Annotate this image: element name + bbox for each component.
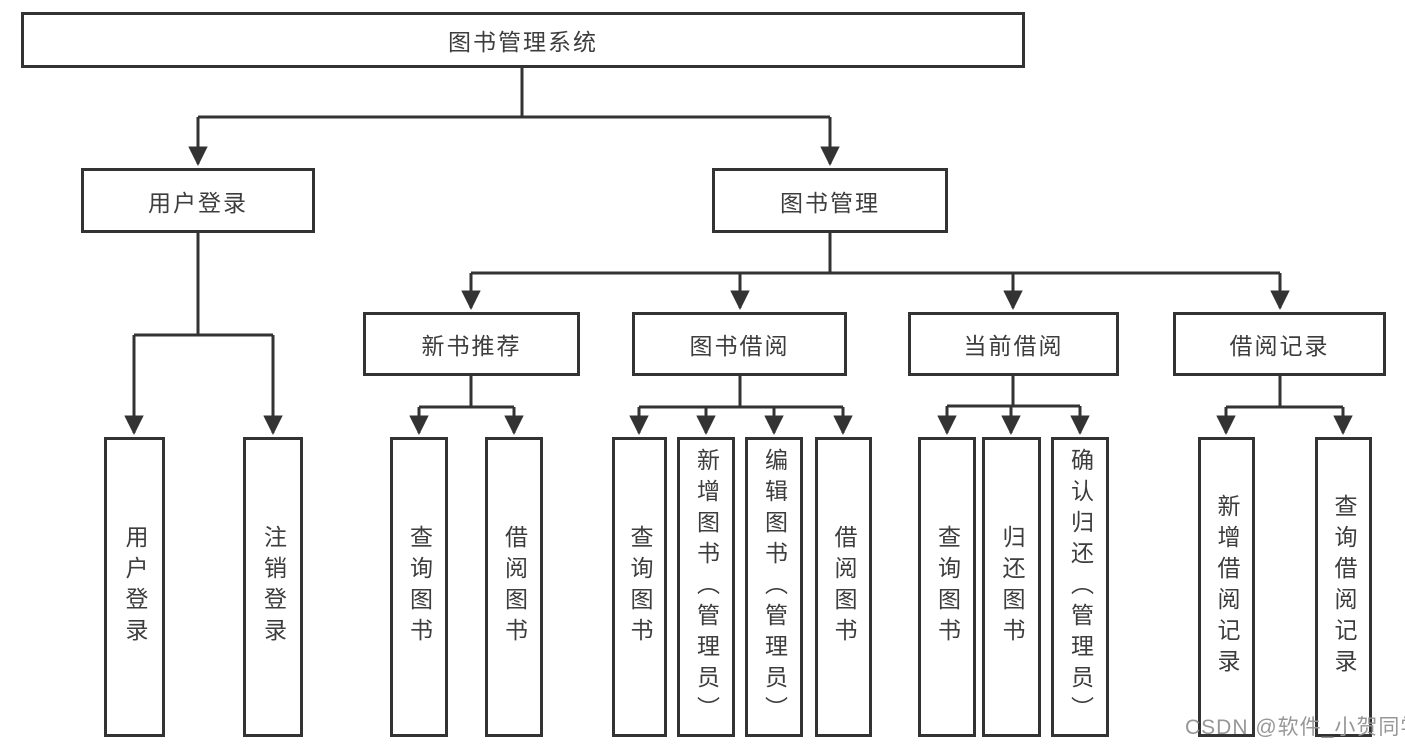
node-label: 用户登录 [148, 189, 248, 216]
node-borrowing-records: 借阅记录 [1173, 312, 1386, 376]
node-label: 当前借阅 [963, 333, 1064, 359]
node-label: 新增借阅记录 [1214, 494, 1240, 680]
node-label: 借阅图书 [501, 525, 528, 649]
node-label: 确认归还（管理员） [1067, 447, 1094, 727]
csdn-watermark: CSDN @软件_小贺同学 [1185, 716, 1405, 739]
leaf-logout: 注销登录 [243, 437, 303, 737]
leaf-user-login: 用户登录 [104, 437, 165, 737]
node-label: 查询图书 [934, 525, 961, 649]
leaf-query-books-recommend: 查询图书 [390, 437, 448, 737]
node-label: 图书借阅 [689, 333, 790, 359]
node-label: 查询借阅记录 [1331, 494, 1357, 680]
node-label: 图书管理系统 [448, 29, 598, 55]
node-user-login: 用户登录 [81, 168, 315, 233]
node-label: 借阅记录 [1229, 333, 1330, 359]
node-new-book-recommend: 新书推荐 [363, 312, 580, 376]
leaf-add-borrow-record: 新增借阅记录 [1198, 437, 1255, 737]
leaf-query-books-current: 查询图书 [918, 437, 976, 737]
node-label: 查询图书 [627, 525, 653, 649]
leaf-query-borrow-record: 查询借阅记录 [1315, 437, 1372, 737]
leaf-borrow-books-recommend: 借阅图书 [485, 437, 543, 737]
leaf-query-books-borrowing: 查询图书 [612, 437, 667, 737]
leaf-edit-books-admin: 编辑图书（管理员） [745, 437, 803, 737]
leaf-borrow-books-borrowing: 借阅图书 [815, 437, 872, 737]
node-label: 编辑图书（管理员） [761, 447, 788, 727]
node-label: 图书管理 [780, 189, 880, 216]
leaf-add-books-admin: 新增图书（管理员） [677, 437, 735, 737]
node-label: 归还图书 [999, 525, 1025, 649]
node-label: 新增图书（管理员） [693, 447, 720, 727]
node-library-management-system: 图书管理系统 [21, 12, 1025, 68]
node-current-borrowing: 当前借阅 [908, 312, 1119, 376]
node-label: 新书推荐 [421, 333, 522, 359]
node-label: 查询图书 [406, 525, 433, 649]
node-book-management: 图书管理 [712, 168, 948, 233]
leaf-confirm-return-admin: 确认归还（管理员） [1051, 437, 1109, 737]
node-book-borrowing: 图书借阅 [632, 312, 847, 376]
node-label: 注销登录 [260, 525, 287, 649]
leaf-return-books: 归还图书 [982, 437, 1041, 737]
node-label: 借阅图书 [831, 525, 857, 649]
node-label: 用户登录 [122, 525, 148, 649]
